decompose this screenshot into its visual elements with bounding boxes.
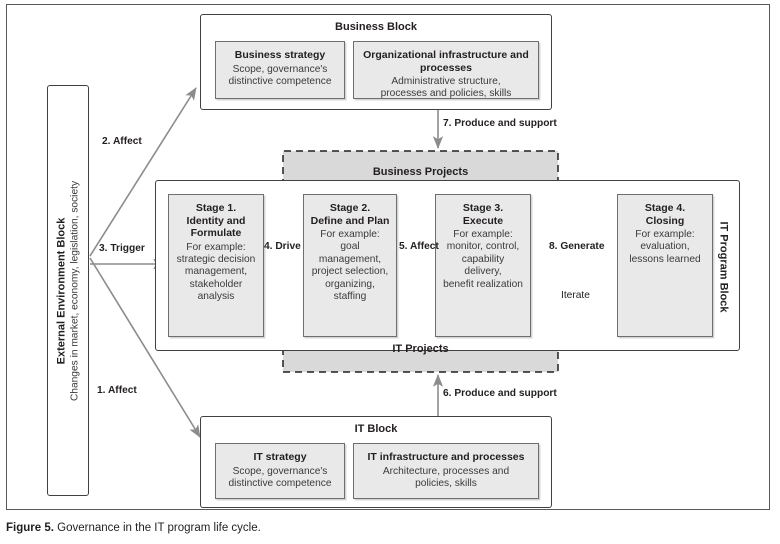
figure-caption-text: Governance in the IT program life cycle. bbox=[57, 522, 261, 534]
it-infrastructure-title: IT infrastructure and processes bbox=[367, 451, 525, 463]
it-strategy-title: IT strategy bbox=[253, 451, 307, 463]
figure-caption: Figure 5. Governance in the IT program l… bbox=[6, 521, 766, 536]
business-block-title: Business Block bbox=[335, 21, 417, 33]
stage-2-card: Stage 2.Define and Plan For example:goal… bbox=[303, 194, 397, 337]
stage-3-body: For example:monitor, control,capability … bbox=[443, 229, 523, 290]
edge-label-generate-8: 8. Generate bbox=[549, 241, 605, 252]
stage-4-title: Stage 4.Closing bbox=[644, 202, 686, 227]
edge-label-trigger-3: 3. Trigger bbox=[99, 243, 145, 254]
organizational-infrastructure-body: Administrative structure,processes and p… bbox=[380, 76, 512, 100]
edge-label-affect-2: 2. Affect bbox=[102, 136, 142, 147]
business-projects-region-label: Business Projects bbox=[372, 166, 469, 178]
edge-label-drive-4: 4. Drive bbox=[264, 241, 301, 252]
external-environment-block: External Environment Block Changes in ma… bbox=[47, 85, 89, 496]
external-environment-label-wrap: External Environment Block Changes in ma… bbox=[55, 180, 82, 400]
stage-3-card: Stage 3.Execute For example:monitor, con… bbox=[435, 194, 531, 337]
external-environment-subtitle: Changes in market, economy, legislation,… bbox=[69, 180, 81, 401]
stage-3-title: Stage 3.Execute bbox=[462, 202, 504, 227]
external-environment-title: External Environment Block bbox=[55, 217, 68, 364]
it-projects-region-label: IT Projects bbox=[392, 343, 449, 355]
organizational-infrastructure-card: Organizational infrastructure and proces… bbox=[353, 41, 539, 99]
stage-2-body: For example:goal management,project sele… bbox=[311, 229, 389, 303]
business-strategy-title: Business strategy bbox=[234, 49, 326, 61]
it-block-title: IT Block bbox=[354, 423, 398, 435]
edge-label-affect-5: 5. Affect bbox=[399, 241, 439, 252]
edge-label-produce-6: 6. Produce and support bbox=[443, 388, 557, 399]
figure-caption-label: Figure 5. bbox=[6, 522, 54, 534]
edge-label-produce-7: 7. Produce and support bbox=[443, 118, 557, 129]
edge-label-affect-1: 1. Affect bbox=[97, 385, 137, 396]
stage-4-body: For example:evaluation,lessons learned bbox=[629, 229, 701, 265]
stage-2-title: Stage 2.Define and Plan bbox=[310, 202, 390, 227]
edge-label-iterate: Iterate bbox=[561, 290, 590, 301]
it-program-block-label: IT Program Block bbox=[718, 220, 731, 313]
it-block: IT Block IT strategy Scope, governance's… bbox=[200, 416, 552, 508]
it-program-block-label-wrap: IT Program Block bbox=[713, 181, 735, 352]
stage-4-card: Stage 4.Closing For example:evaluation,l… bbox=[617, 194, 713, 337]
business-block: Business Block Business strategy Scope, … bbox=[200, 14, 552, 110]
organizational-infrastructure-title: Organizational infrastructure and proces… bbox=[363, 49, 529, 74]
it-infrastructure-card: IT infrastructure and processes Architec… bbox=[353, 443, 539, 499]
